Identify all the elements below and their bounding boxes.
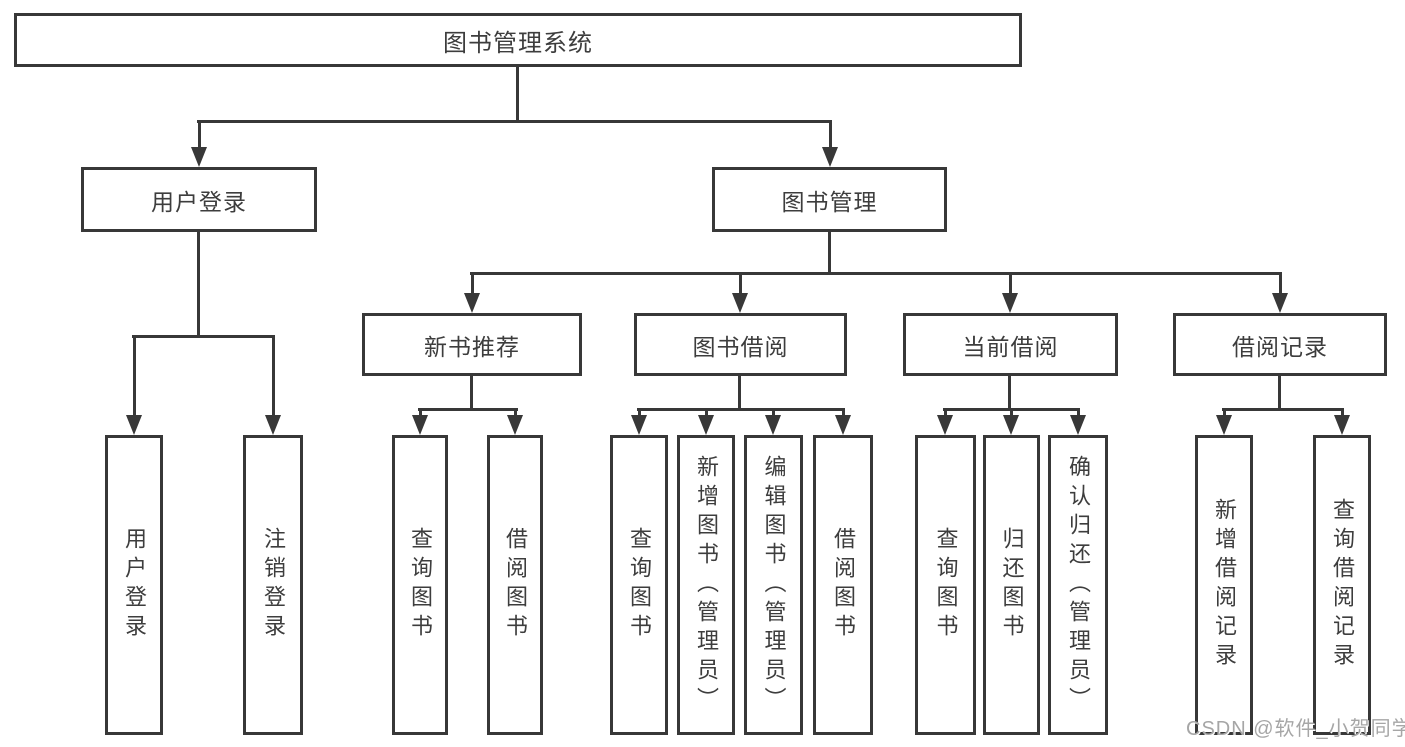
node-label: 查询借阅记录 [1330, 498, 1355, 672]
node-book-borrowing: 图书借阅 [634, 313, 847, 376]
connector-line [828, 232, 831, 275]
connector-line [470, 376, 473, 411]
connector-line [1278, 376, 1281, 411]
node-label: 确认归还（管理员） [1066, 454, 1091, 716]
node-label: 图书管理 [781, 188, 878, 215]
node-query-books-borrowing: 查询图书 [610, 435, 668, 735]
connector-line [943, 408, 1080, 411]
connector-arrow-down [1070, 411, 1086, 435]
node-label: 借阅记录 [1232, 333, 1328, 360]
connector-line [418, 408, 518, 411]
connector-arrow-down [265, 338, 281, 435]
node-user-login-leaf: 用户登录 [105, 435, 163, 735]
node-borrow-books: 借阅图书 [813, 435, 873, 735]
connector-arrow-down [732, 275, 748, 313]
connector-line [1222, 408, 1344, 411]
node-label: 图书借阅 [692, 333, 789, 360]
node-new-book-recommend: 新书推荐 [362, 313, 582, 376]
connector-arrow-down [464, 275, 480, 313]
connector-arrow-down [1216, 411, 1232, 435]
node-label: 查询图书 [933, 527, 959, 643]
node-borrow-books-recommend: 借阅图书 [487, 435, 543, 735]
connector-arrow-down [412, 411, 428, 435]
connector-arrow-down [765, 411, 781, 435]
connector-line [197, 232, 200, 338]
connector-arrow-down [126, 338, 142, 435]
node-label: 新增借阅记录 [1212, 498, 1237, 672]
connector-line [637, 408, 845, 411]
connector-line [738, 376, 741, 411]
connector-line [470, 272, 1282, 275]
node-return-books: 归还图书 [983, 435, 1040, 735]
node-edit-books-admin: 编辑图书（管理员） [744, 435, 803, 735]
node-add-books-admin: 新增图书（管理员） [677, 435, 735, 735]
node-label: 用户登录 [151, 188, 247, 215]
node-label: 用户登录 [122, 527, 147, 643]
connector-arrow-down [1002, 275, 1018, 313]
connector-arrow-down [1003, 411, 1019, 435]
connector-arrow-down [822, 123, 838, 167]
node-add-borrow-record: 新增借阅记录 [1195, 435, 1253, 735]
node-label: 新书推荐 [424, 333, 520, 360]
node-label: 归还图书 [999, 527, 1025, 643]
connector-line [197, 120, 832, 123]
node-user-login: 用户登录 [81, 167, 317, 232]
node-label: 当前借阅 [962, 333, 1059, 360]
node-library-management-system: 图书管理系统 [14, 13, 1022, 67]
connector-line [132, 335, 275, 338]
connector-arrow-down [835, 411, 851, 435]
node-label: 图书管理系统 [443, 29, 593, 57]
node-query-books-recommend: 查询图书 [392, 435, 448, 735]
connector-line [516, 67, 519, 123]
node-label: 借阅图书 [503, 527, 528, 643]
connector-arrow-down [937, 411, 953, 435]
node-label: 注销登录 [261, 527, 286, 643]
node-query-borrow-record: 查询借阅记录 [1313, 435, 1371, 735]
node-label: 借阅图书 [831, 527, 856, 643]
connector-line [1008, 376, 1011, 411]
node-label: 查询图书 [627, 527, 652, 643]
node-borrowing-records: 借阅记录 [1173, 313, 1387, 376]
node-label: 查询图书 [408, 527, 433, 643]
node-confirm-return-admin: 确认归还（管理员） [1048, 435, 1108, 735]
node-query-books-current: 查询图书 [915, 435, 976, 735]
connector-arrow-down [631, 411, 647, 435]
csdn-watermark: CSDN @软件_小贺同学 [1186, 718, 1405, 740]
connector-arrow-down [1272, 275, 1288, 313]
connector-arrow-down [507, 411, 523, 435]
node-current-borrowing: 当前借阅 [903, 313, 1118, 376]
connector-arrow-down [698, 411, 714, 435]
node-logout: 注销登录 [243, 435, 303, 735]
node-label: 新增图书（管理员） [694, 454, 719, 716]
connector-arrow-down [1334, 411, 1350, 435]
node-book-management: 图书管理 [712, 167, 947, 232]
connector-arrow-down [191, 123, 207, 167]
node-label: 编辑图书（管理员） [761, 454, 787, 716]
